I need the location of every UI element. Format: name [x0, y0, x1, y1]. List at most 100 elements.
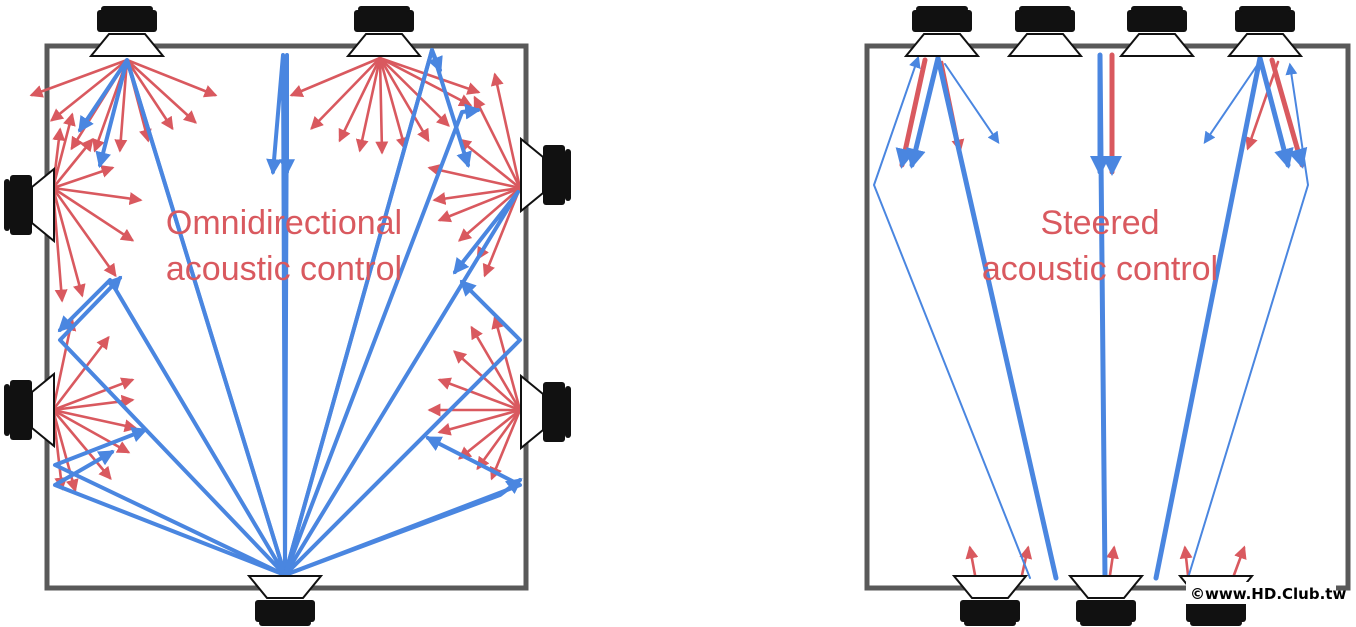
- speaker-icon: [1226, 6, 1304, 57]
- direct-sound-arrow: [1245, 60, 1280, 151]
- direct-sound-arrow: [289, 56, 382, 97]
- speaker-driver: [964, 620, 1016, 626]
- direct-sound-arrow: [1179, 545, 1193, 577]
- steered-panel: Steered acoustic control: [864, 6, 1351, 626]
- omnidirectional-panel: Omnidirectional acoustic control: [4, 6, 571, 626]
- reflected-sound-arrow: [53, 427, 287, 577]
- watermark-background: [1186, 582, 1336, 604]
- reflected-sound-beam-thin: [1187, 62, 1309, 579]
- speaker-driver: [1019, 6, 1071, 12]
- speaker-driver: [4, 179, 10, 231]
- speaker-driver: [916, 6, 968, 12]
- direct-sound-arrow: [378, 56, 450, 127]
- direct-sound-arrow: [51, 408, 131, 454]
- speaker-driver: [565, 149, 571, 201]
- speaker-driver: [4, 384, 10, 436]
- reflected-sound-arrow: [58, 275, 287, 577]
- direct-sound-arrow: [476, 408, 522, 471]
- speakers: [4, 6, 571, 626]
- panel-title-line-1: Steered: [1040, 204, 1159, 242]
- speaker-icon: [520, 373, 571, 451]
- direct-sound-beam: [1269, 57, 1308, 169]
- reflected-sound-arrow: [53, 450, 287, 577]
- direct-sound-arrow: [310, 56, 382, 130]
- speaker-icon: [1067, 575, 1145, 626]
- reflected-sound-arrow: [283, 478, 523, 577]
- panel-title-line-2: acoustic control: [982, 250, 1218, 288]
- speaker-cone: [1067, 575, 1145, 599]
- speaker-driver: [1080, 620, 1132, 626]
- direct-sound-arrow: [51, 186, 117, 278]
- direct-sound-arrow: [29, 58, 129, 98]
- direct-sound-arrow: [457, 408, 522, 460]
- direct-sound-arrow: [114, 58, 129, 153]
- speakers: [903, 6, 1304, 626]
- speaker-icon: [903, 6, 981, 57]
- direct-sound-arrow: [437, 377, 522, 412]
- speaker-driver: [358, 6, 410, 12]
- direct-sound-arrow: [427, 163, 522, 190]
- speaker-cone: [345, 33, 423, 57]
- direct-sound-arrow: [51, 408, 138, 433]
- direct-sound-arrow: [458, 186, 522, 242]
- speaker-driver: [255, 600, 315, 622]
- speaker-driver: [1190, 620, 1242, 626]
- direct-sound-arrow: [482, 186, 522, 278]
- direct-sound-arrow: [489, 408, 522, 481]
- speaker-driver: [354, 10, 414, 32]
- direct-sound-arrow: [470, 325, 522, 412]
- speaker-driver: [1076, 600, 1136, 622]
- direct-sound-arrow: [432, 186, 522, 205]
- reflected-sound-beam: [1090, 52, 1110, 581]
- direct-sound-arrow: [378, 56, 409, 151]
- direct-sound-arrow: [125, 58, 197, 124]
- direct-sound-arrows: [29, 56, 522, 493]
- reflected-sound-arrows: [873, 52, 1309, 581]
- direct-sound-arrow: [338, 56, 382, 143]
- speaker-cone: [88, 33, 166, 57]
- panel-title-line-1: Omnidirectional: [166, 204, 402, 242]
- panel-title-line-2: acoustic control: [166, 250, 402, 288]
- reflected-sound-arrow: [283, 103, 482, 577]
- speaker-icon: [88, 6, 166, 57]
- speaker-driver: [1131, 6, 1183, 12]
- speaker-driver: [101, 6, 153, 12]
- speaker-icon: [520, 136, 571, 214]
- speaker-driver: [960, 600, 1020, 622]
- direct-sound-arrow: [1106, 545, 1119, 577]
- speaker-icon: [246, 575, 324, 626]
- direct-sound-beam: [895, 57, 928, 169]
- speaker-cone: [31, 166, 55, 244]
- speaker-driver: [10, 380, 32, 440]
- speaker-driver: [543, 145, 565, 205]
- direct-sound-arrow: [473, 95, 522, 190]
- speaker-driver: [259, 620, 311, 626]
- direct-sound-arrow: [51, 408, 112, 480]
- reflected-sound-beam-thin: [944, 63, 1000, 144]
- speaker-driver: [1015, 10, 1075, 32]
- speaker-cone: [903, 33, 981, 57]
- speaker-cone: [246, 575, 324, 599]
- direct-sound-arrow: [51, 377, 135, 412]
- direct-sound-arrow: [51, 317, 77, 412]
- speaker-cone: [1226, 33, 1304, 57]
- direct-sound-arrow: [437, 186, 522, 223]
- reflected-sound-arrow: [283, 190, 520, 577]
- direct-sound-arrow: [375, 56, 389, 155]
- direct-sound-arrow: [490, 72, 522, 190]
- speaker-icon: [951, 575, 1029, 626]
- direct-sound-arrow: [1019, 545, 1033, 577]
- speaker-cone: [1118, 33, 1196, 57]
- speaker-driver: [1239, 6, 1291, 12]
- speaker-cone: [951, 575, 1029, 599]
- direct-sound-arrow: [355, 56, 382, 153]
- speaker-icon: [345, 6, 423, 57]
- direct-sound-arrow: [125, 58, 174, 131]
- reflected-sound-beam: [906, 55, 1059, 581]
- direct-sound-arrow: [965, 545, 979, 577]
- direct-sound-arrow: [51, 186, 135, 242]
- speaker-icon: [1118, 6, 1196, 57]
- direct-sound-arrow: [453, 350, 522, 412]
- speaker-driver: [97, 10, 157, 32]
- speaker-driver: [912, 10, 972, 32]
